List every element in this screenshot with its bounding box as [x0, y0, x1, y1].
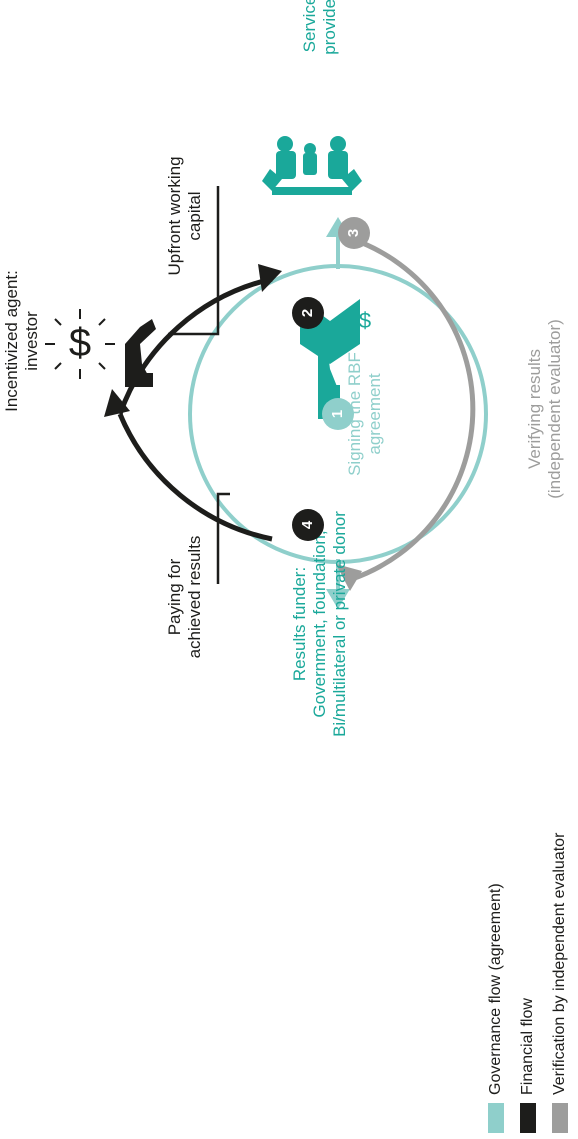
- investor-label-line1: Incentivized agent:: [2, 270, 21, 412]
- investor-label: Incentivized agent: investor: [2, 241, 42, 441]
- paying-label-line2: achieved results: [185, 535, 205, 659]
- legend-label-financial: Financial flow: [519, 998, 536, 1095]
- legend-swatch-verification: [552, 1103, 568, 1133]
- verifying-label-line2: (independent evaluator): [545, 319, 565, 499]
- financial-arrowhead-capital: [258, 264, 282, 292]
- service-provider-label: Service provider: [300, 0, 340, 79]
- financial-arc-payment: [117, 413, 273, 542]
- svg-text:$: $: [69, 321, 91, 365]
- upfront-label: Upfront working capital: [165, 141, 205, 291]
- leader-paying: [216, 492, 230, 584]
- verifying-label-line1: Verifying results: [525, 349, 544, 469]
- legend-label-verification: Verification by independent evaluator: [551, 832, 568, 1095]
- verifying-label: Verifying results (independent evaluator…: [525, 279, 565, 539]
- leader-upfront: [168, 186, 220, 336]
- legend-label-governance: Governance flow (agreement): [487, 883, 504, 1095]
- center-label-line1: Signing the RBF: [345, 352, 364, 476]
- people-icon: [262, 136, 362, 195]
- legend-swatch-financial: [520, 1103, 536, 1133]
- paying-label-line1: Paying for: [165, 558, 184, 636]
- step-badge-4: 4: [292, 509, 324, 541]
- center-label-line2: agreement: [365, 373, 385, 455]
- legend-swatch-governance: [488, 1103, 504, 1133]
- verification-arc: [351, 236, 476, 582]
- legend-item-governance: Governance flow (agreement): [486, 883, 506, 1133]
- upfront-label-line1: Upfront working: [165, 156, 184, 276]
- service-provider-label-line2: provider: [320, 0, 340, 55]
- legend-item-financial: Financial flow: [518, 998, 538, 1133]
- hand-icon: [125, 319, 156, 387]
- funder-label-line3: Bi/multilateral or private donor: [330, 511, 350, 737]
- dollar-icon: $: [45, 309, 115, 379]
- service-provider-label-line1: Service: [300, 0, 319, 53]
- financial-arrowhead-payment: [104, 389, 130, 417]
- financial-arc-capital: [117, 276, 273, 415]
- center-label: Signing the RBF agreement: [345, 329, 385, 499]
- step-badge-3: 3: [338, 217, 370, 249]
- verification-arrowhead: [336, 564, 362, 591]
- step-badge-2: 2: [292, 297, 324, 329]
- investor-label-line2: investor: [22, 311, 42, 371]
- paying-label: Paying for achieved results: [165, 517, 205, 677]
- svg-text:$: $: [359, 308, 371, 333]
- legend-item-verification: Verification by independent evaluator: [550, 833, 570, 1133]
- upfront-label-line2: capital: [185, 191, 205, 241]
